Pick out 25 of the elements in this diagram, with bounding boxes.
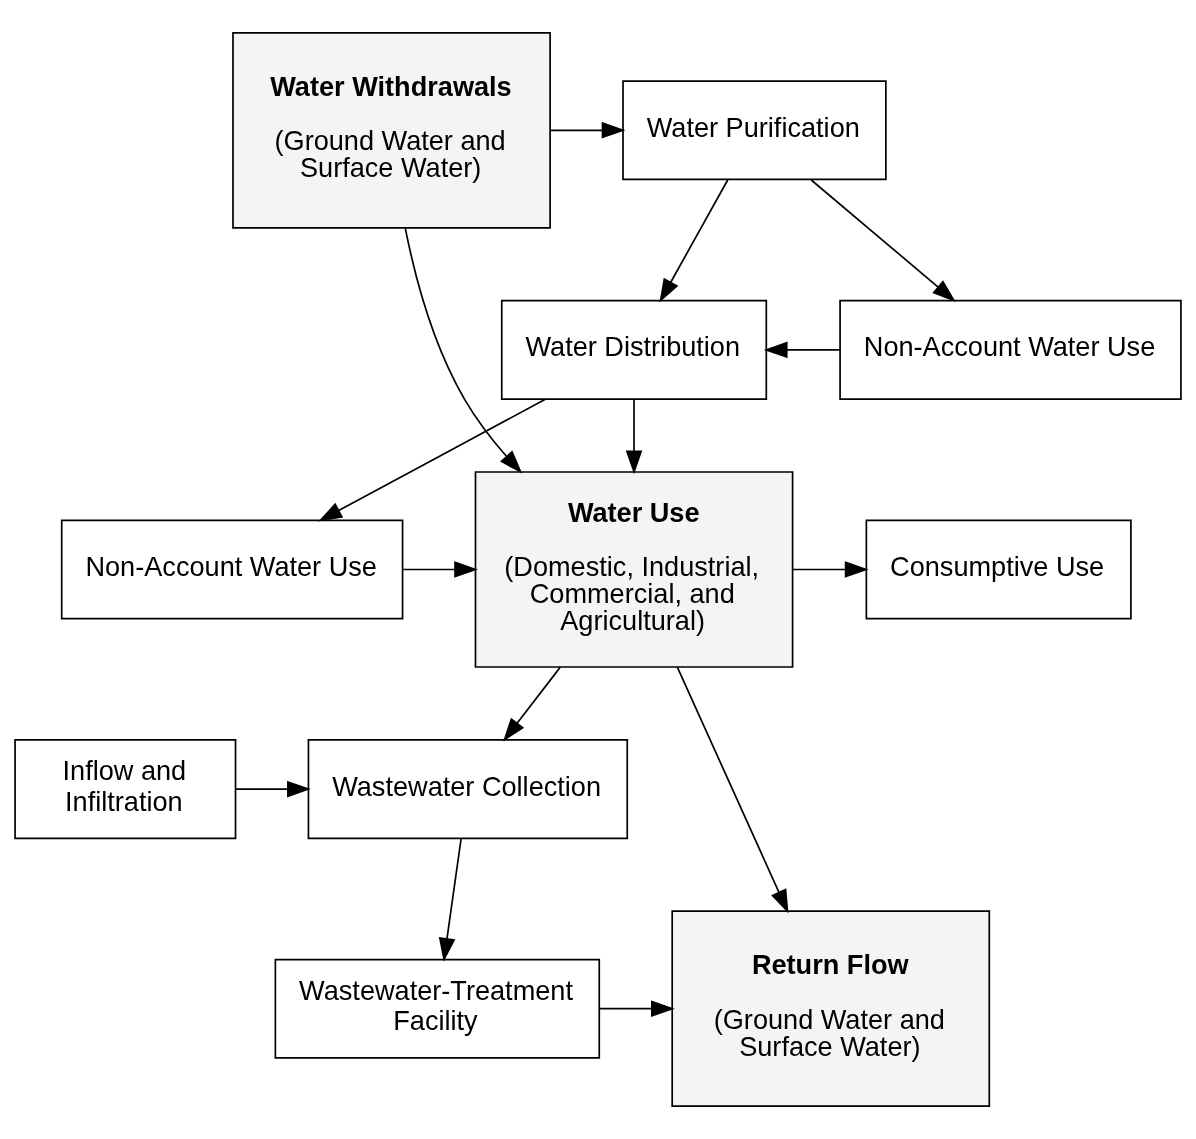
node-box: Water Distribution [500, 299, 768, 400]
node-box: Water Use (Domestic, Industrial, Commercial, and Agricultural) [474, 471, 794, 668]
node-box: Non-Account Water Use [839, 299, 1182, 400]
node-box: Wastewater-Treatment Facility [274, 958, 601, 1059]
node-box: Water Withdrawals (Ground Water and Surface Water) [232, 31, 551, 229]
node-box: Inflow and Infiltration [14, 739, 237, 840]
arrow [810, 179, 956, 302]
arrow [549, 121, 626, 139]
node-box: Non-Account Water Use [60, 519, 404, 620]
arrow [659, 179, 729, 303]
node-box: Consumptive Use [865, 519, 1132, 620]
arrow [792, 561, 869, 578]
arrow [676, 666, 789, 914]
node-box: Return Flow (Ground Water and Surface Water) [671, 910, 991, 1108]
arrow [318, 398, 547, 522]
arrow [404, 227, 523, 474]
node-box: Water Purification [622, 80, 887, 181]
arrow [402, 561, 478, 578]
arrow [503, 666, 562, 742]
arrow [763, 341, 841, 359]
arrow [598, 1000, 675, 1018]
node-box: Wastewater Collection [307, 739, 629, 840]
arrow [625, 398, 643, 475]
arrow [438, 837, 462, 962]
arrow [234, 780, 311, 798]
